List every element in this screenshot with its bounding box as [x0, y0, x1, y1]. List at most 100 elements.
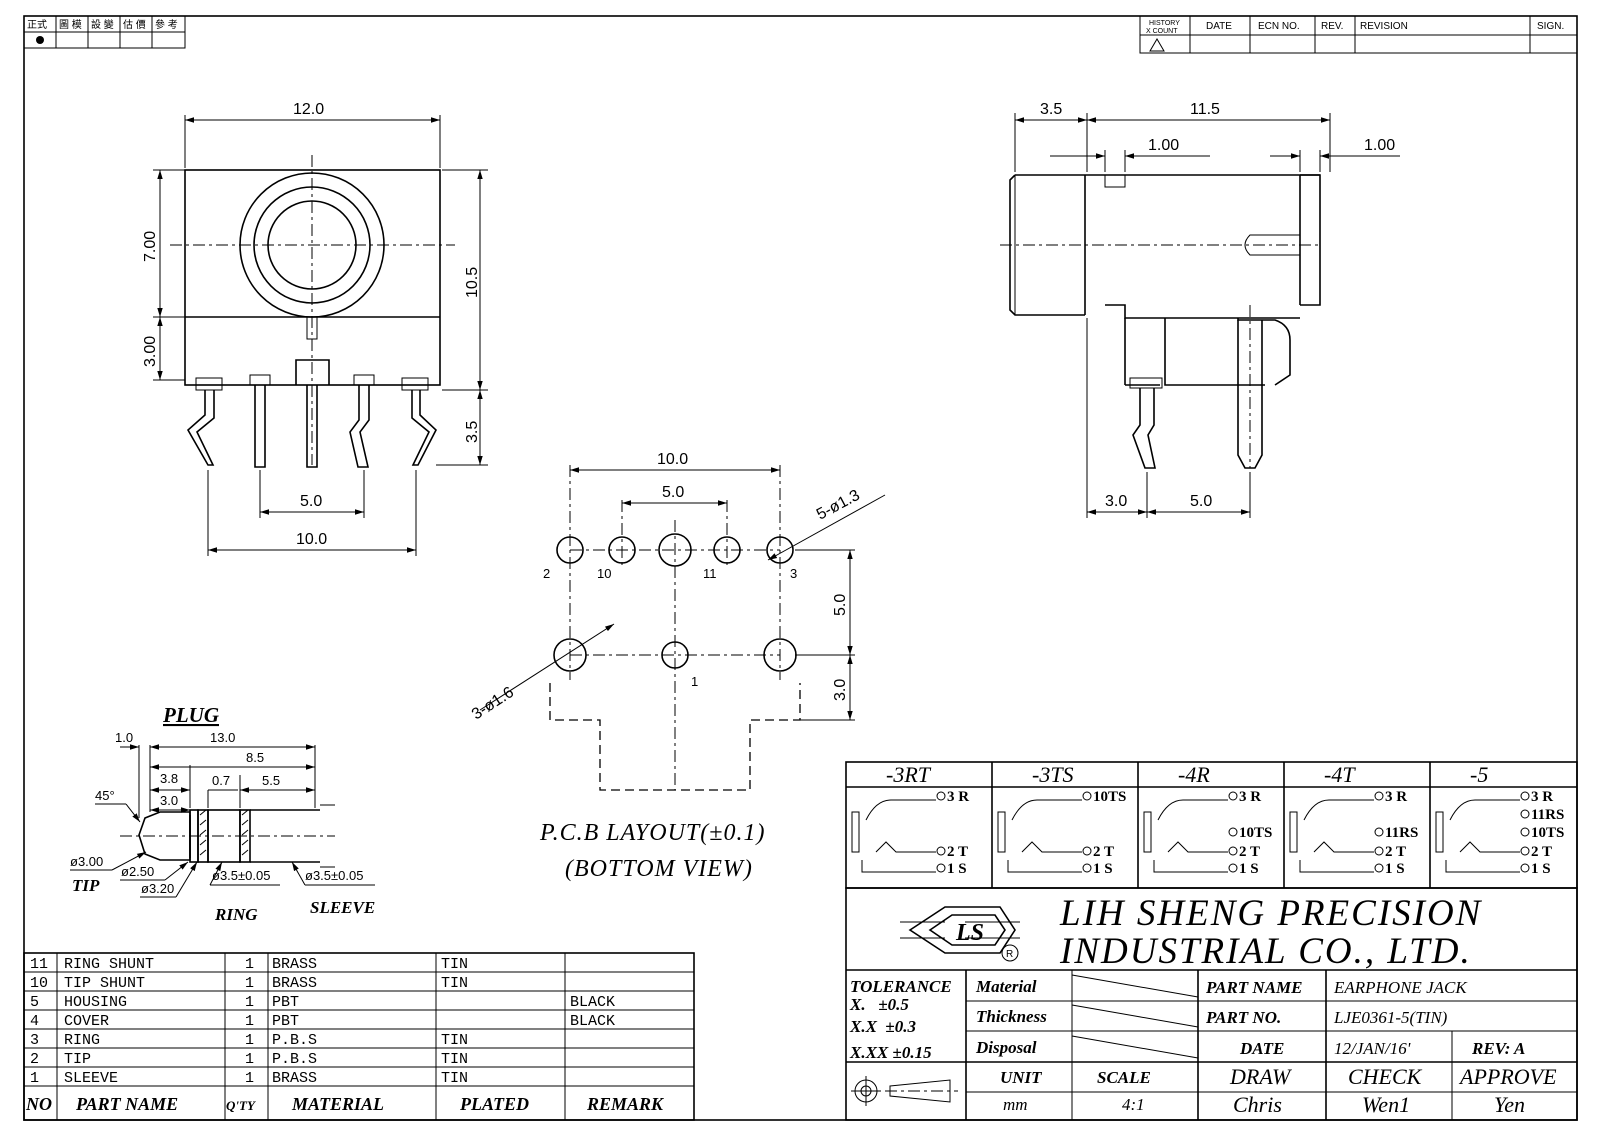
part-name-label: PART NAME	[1205, 978, 1303, 997]
pcb-layout: 2 10 11 3 1 10.0 5.0 5.0 3.0 5-ø1.3 3-ø1…	[469, 451, 886, 882]
variant-name: -3TS	[1032, 762, 1074, 787]
plug-dia300: ø3.00	[70, 854, 103, 869]
variant-pin-label: 3 R	[947, 789, 969, 805]
variant-terminal	[1520, 809, 1530, 819]
side-dim-100b: 1.00	[1364, 137, 1395, 154]
variant-tip-spring	[1021, 841, 1082, 853]
variant-pin-label: 2 T	[1385, 844, 1406, 860]
variant-terminal	[1228, 863, 1238, 873]
variant-contact-bar	[1289, 811, 1298, 853]
variant-terminal	[936, 846, 946, 856]
variant-terminal	[1082, 846, 1092, 856]
pcb-pin-2: 2	[543, 566, 550, 581]
variant-ring-spring	[1449, 799, 1520, 821]
pcb-dim-50h: 5.0	[662, 484, 684, 501]
bom-header-part-name: PART NAME	[75, 1094, 178, 1114]
date-value: 12/JAN/16'	[1334, 1039, 1411, 1058]
variant-ring-spring	[1011, 799, 1082, 821]
bom-cell: 11	[30, 956, 48, 973]
bom-cell: 1	[245, 1032, 254, 1049]
variant-terminal	[1374, 791, 1384, 801]
bom-cell: PBT	[272, 1013, 299, 1030]
bom-cell: COVER	[64, 1013, 109, 1030]
pcb-hole-center	[658, 533, 692, 567]
bom-header-material: MATERIAL	[291, 1094, 384, 1114]
bom-cell: 1	[245, 1051, 254, 1068]
pcb-subtitle: (BOTTOM VIEW)	[565, 856, 753, 882]
pcb-dim-30v: 3.0	[832, 679, 849, 701]
disposal-label: Disposal	[975, 1038, 1037, 1057]
side-view: 3.5 11.5 1.00 1.00 3.0 5.0	[1000, 101, 1400, 518]
variant-contact-bar	[997, 811, 1006, 853]
bom-cell: 5	[30, 994, 39, 1011]
variant-pin-label: 3 R	[1531, 789, 1553, 805]
variant-pin-label: 10TS	[1531, 825, 1564, 841]
front-dim-35: 3.5	[464, 421, 481, 443]
variant-pin-label: 2 T	[1239, 844, 1260, 860]
bom-cell: SLEEVE	[64, 1070, 118, 1087]
history-rev-header: REV.	[1321, 21, 1343, 32]
tolerance-label: TOLERANCE	[850, 977, 952, 996]
side-dim-115: 11.5	[1190, 101, 1220, 118]
bom-cell: TIP	[64, 1051, 91, 1068]
corner-header-2: 設 變	[91, 18, 114, 31]
plug-angle: 45°	[95, 788, 115, 803]
side-dim-30: 3.0	[1105, 493, 1127, 510]
variant-ring-spring	[865, 799, 936, 821]
plug-dim-85: 8.5	[246, 750, 264, 765]
tolerance-xx: X.X ±0.3	[849, 1017, 917, 1036]
variant-sleeve-line	[1299, 860, 1374, 873]
bom-cell: TIN	[441, 1070, 468, 1087]
plug-drawing: PLUG 1.0 13.0 8.5	[70, 703, 375, 924]
bom-cell: 2	[30, 1051, 39, 1068]
bom-cell: BRASS	[272, 975, 317, 992]
bom-cell: 4	[30, 1013, 39, 1030]
date-label: DATE	[1239, 1039, 1284, 1058]
corner-header-4: 參 考	[155, 18, 178, 31]
variant-terminal	[936, 863, 946, 873]
variant-tip-spring	[875, 841, 936, 853]
part-no-label: PART NO.	[1205, 1008, 1281, 1027]
corner-header-1: 圖 模	[59, 19, 82, 31]
variant-tip-spring	[1313, 841, 1374, 853]
part-name-value: EARPHONE JACK	[1333, 978, 1468, 997]
variant-terminal	[1082, 863, 1092, 873]
plug-dim-30: 3.0	[160, 793, 178, 808]
approved-dot	[36, 36, 44, 44]
side-dim-35: 3.5	[1040, 101, 1062, 118]
bom-cell: 10	[30, 975, 48, 992]
corner-header: 正式 圖 模 設 變 估 價 參 考	[23, 15, 186, 49]
pcb-hole-2	[556, 536, 584, 564]
bom-header-plated: PLATED	[459, 1094, 529, 1114]
bom-cell: P.B.S	[272, 1051, 317, 1068]
part-no-value: LJE0361-5(TIN)	[1333, 1008, 1448, 1027]
bom-cell: 1	[245, 1070, 254, 1087]
history-date-header: DATE	[1206, 21, 1232, 32]
pcb-large-pin-spec: 5-ø1.3	[814, 487, 863, 524]
sheet-border	[23, 15, 1578, 1121]
front-view: 12.0 7.00 3.00 10.5 3.5 5.0 10.0	[142, 101, 488, 556]
bom-header-qty: Q'TY	[226, 1098, 256, 1113]
pcb-pin-11: 11	[703, 566, 717, 581]
variant-pin-label: 2 T	[1531, 844, 1552, 860]
company-logo-text: LS	[955, 920, 984, 946]
approve-value: Yen	[1494, 1092, 1525, 1117]
bom-cell: RING	[64, 1032, 100, 1049]
front-dim-105: 10.5	[464, 267, 481, 298]
plug-dim-130: 13.0	[210, 730, 235, 745]
variant-contact-bar	[1143, 811, 1152, 853]
bom-cell: BRASS	[272, 1070, 317, 1087]
bom-cell: HOUSING	[64, 994, 127, 1011]
bom-cell: 1	[30, 1070, 39, 1087]
front-dim-300: 3.00	[142, 336, 159, 367]
bom-cell: TIP SHUNT	[64, 975, 145, 992]
variant-sleeve-line	[1007, 860, 1082, 873]
variant-pin-label: 10TS	[1093, 789, 1126, 805]
bom-cell: 3	[30, 1032, 39, 1049]
thickness-label: Thickness	[976, 1007, 1047, 1026]
pcb-hole-11	[713, 536, 741, 564]
variant-name: -5	[1470, 762, 1488, 787]
variant-terminal	[1520, 846, 1530, 856]
